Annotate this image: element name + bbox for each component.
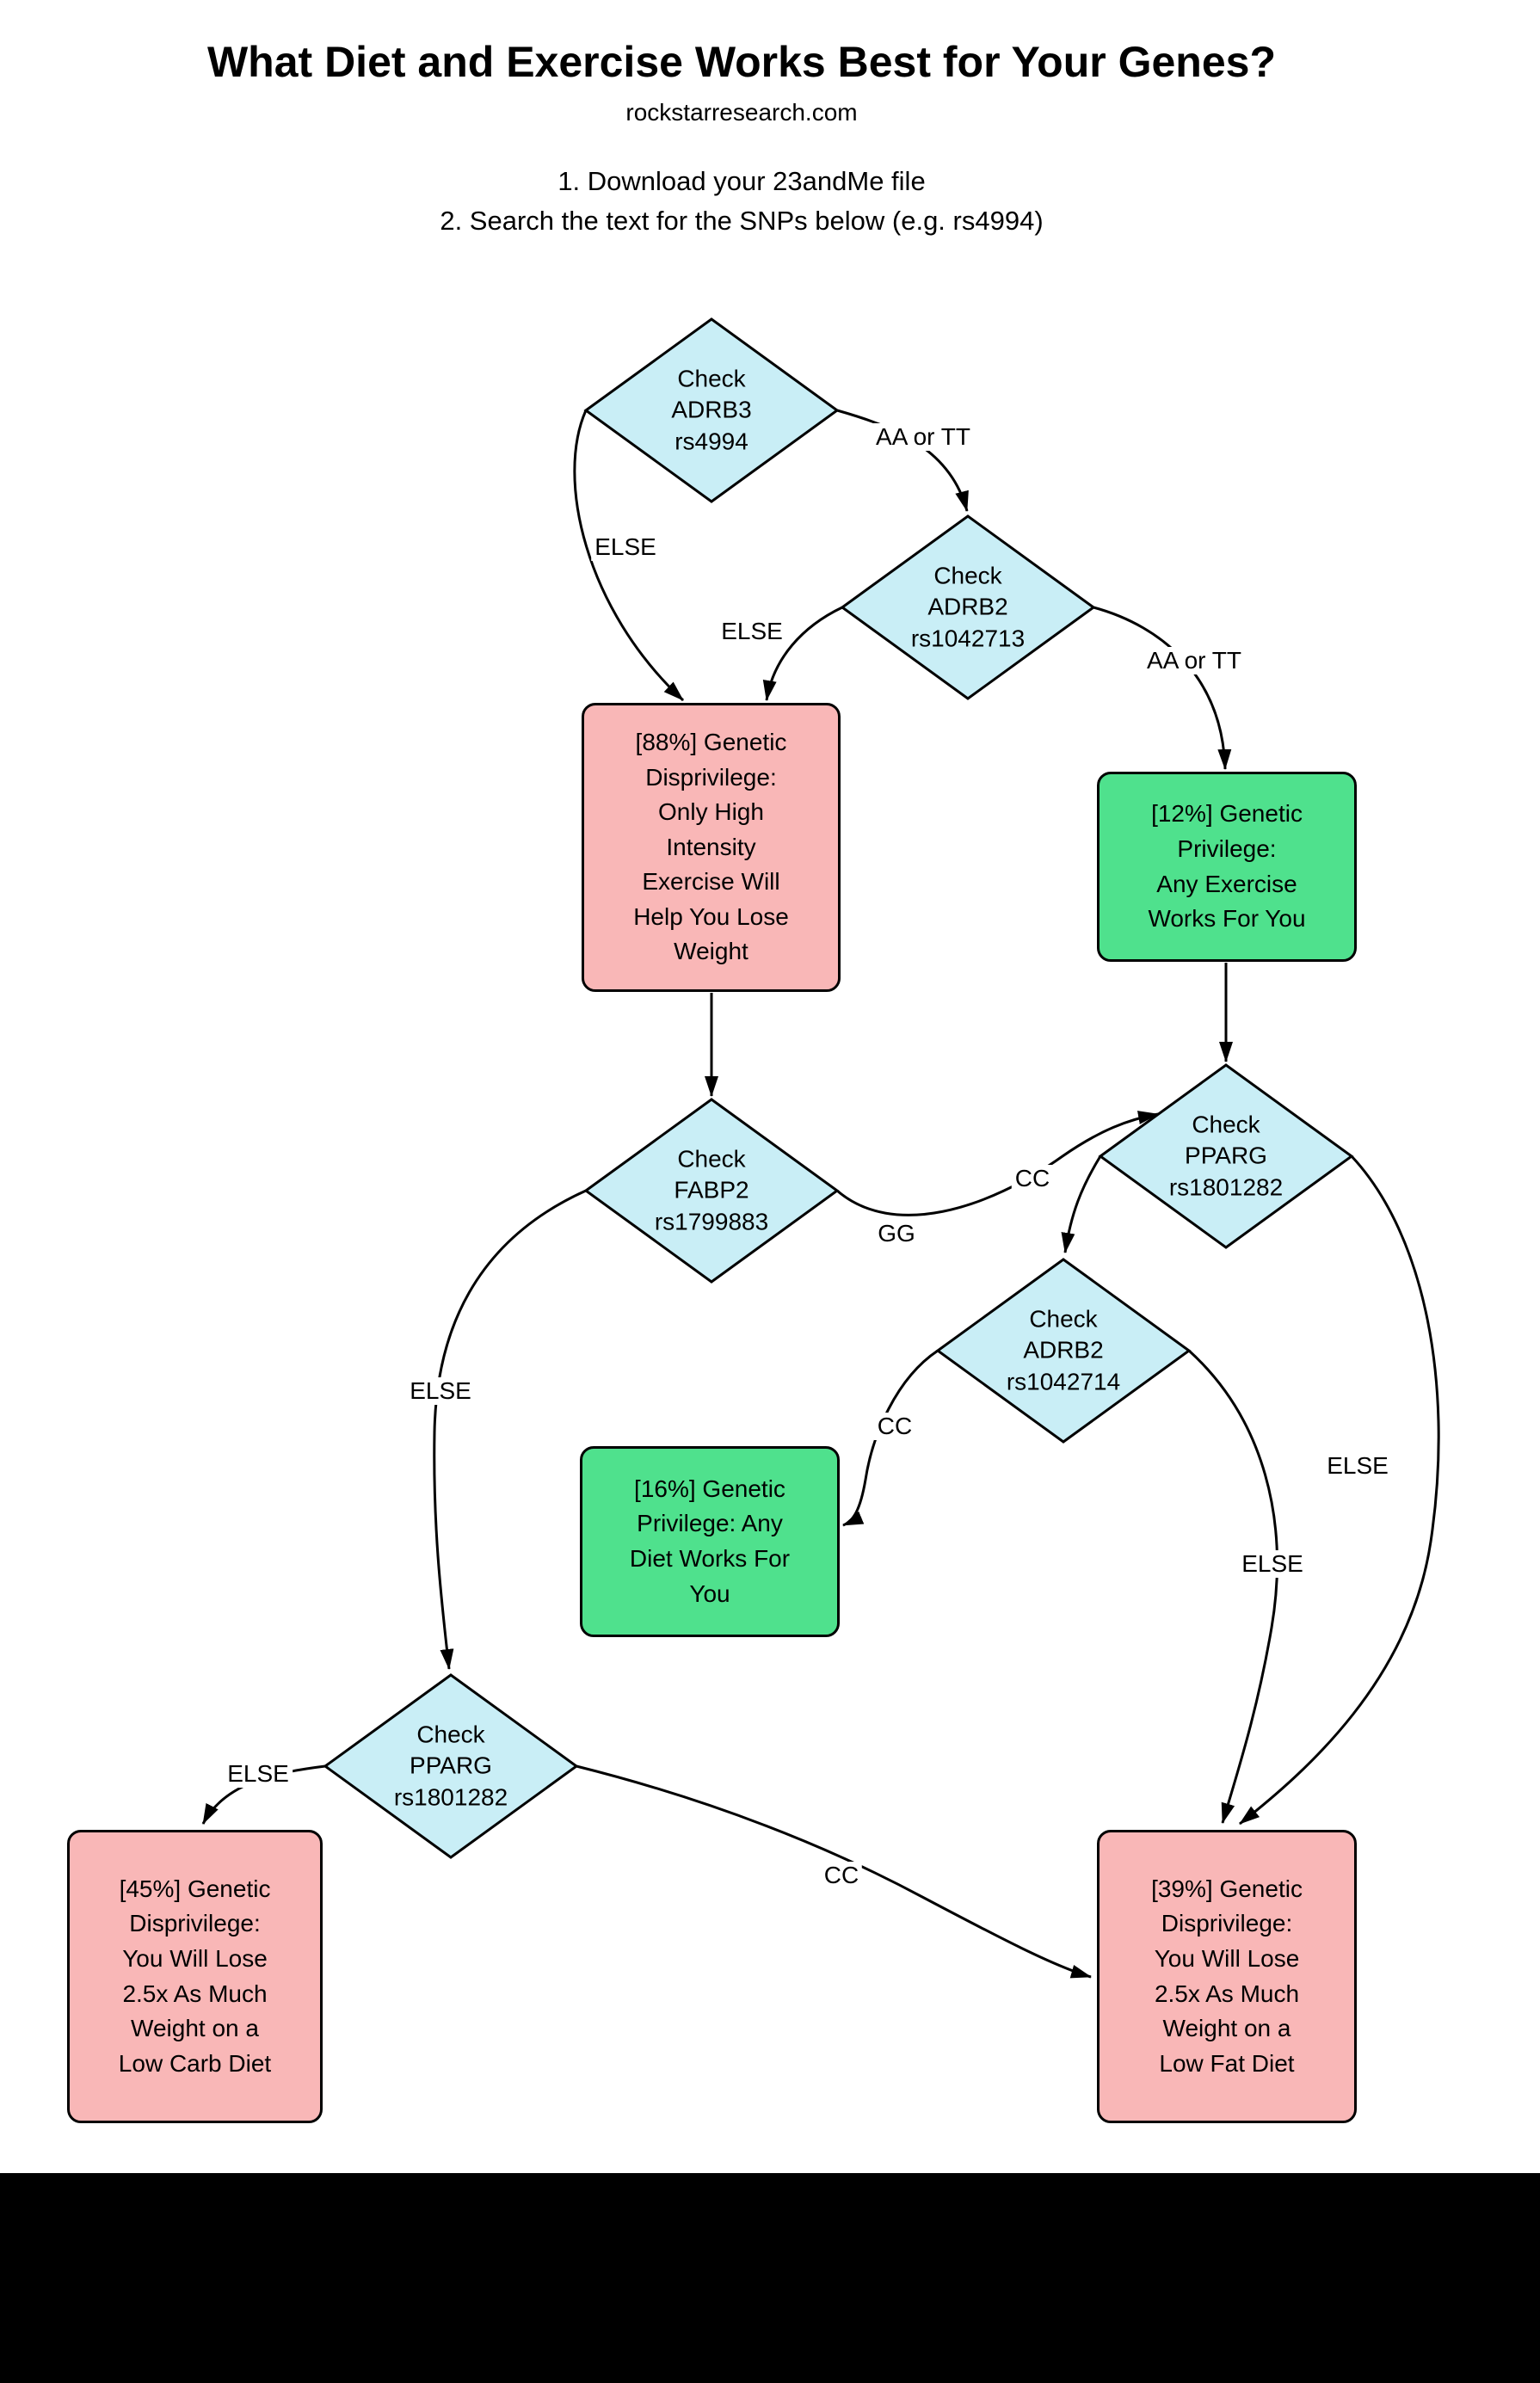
result-88-disprivilege-box: [88%] Genetic Disprivilege: Only High In… — [582, 703, 841, 992]
edge-label-cc-pparg-upper: CC — [1011, 1165, 1054, 1192]
decision-pparg-rs1801282-upper-label: Check PPARG rs1801282 — [1168, 1111, 1284, 1201]
edge-label-aa-or-tt-2: AA or TT — [1143, 647, 1245, 674]
edge-label-else-pparg-upper: ELSE — [1323, 1452, 1392, 1480]
result-16-privilege-box: [16%] Genetic Privilege: Any Diet Works … — [580, 1446, 840, 1637]
decision-pparg-rs1801282-lower-label: Check PPARG rs1801282 — [393, 1721, 508, 1811]
decision-adrb3-rs4994-shape — [583, 317, 840, 503]
edge-adrb2-714-cc-to-result16 — [842, 1349, 939, 1527]
edge-pparg-lower-cc-to-result39 — [576, 1764, 1092, 1979]
edge-pparg-upper-cc-to-adrb2-714 — [1061, 1155, 1102, 1253]
decision-fabp2-rs1799883-label: Check FABP2 rs1799883 — [654, 1145, 769, 1235]
edge-label-cc-adrb2-714: CC — [873, 1413, 916, 1440]
decision-fabp2-rs1799883-shape — [583, 1098, 840, 1284]
edge-adrb3-else-to-result88 — [573, 409, 685, 702]
decision-adrb2-rs1042714-shape — [935, 1258, 1192, 1444]
instruction-step-1: 1. Download your 23andMe file — [557, 166, 926, 196]
decision-pparg-rs1801282-lower-shape — [323, 1673, 579, 1859]
edge-fabp2-else-to-pparg-lower — [433, 1189, 587, 1670]
edge-adrb2-else-to-result88 — [762, 606, 843, 701]
edge-label-else-adrb2-713: ELSE — [718, 618, 786, 645]
decision-adrb2-rs1042713-label: Check ADRB2 rs1042713 — [910, 562, 1026, 652]
edge-pparg-upper-else-to-result39 — [1239, 1155, 1440, 1826]
edge-adrb2-714-else-to-result39 — [1187, 1349, 1278, 1824]
instruction-step-2: 2. Search the text for the SNPs below (e… — [440, 206, 1044, 236]
decision-adrb2-rs1042713-shape — [840, 514, 1096, 700]
edge-adrb2-to-result12 — [1093, 606, 1232, 770]
site-name: rockstarresearch.com — [625, 99, 858, 126]
edge-label-gg: GG — [874, 1220, 919, 1247]
edge-label-else-pparg-lower: ELSE — [224, 1760, 293, 1788]
footer-black-bar — [0, 2173, 1540, 2383]
edge-label-cc-pparg-lower: CC — [820, 1862, 863, 1889]
edge-label-else-adrb3: ELSE — [591, 533, 660, 561]
page-title: What Diet and Exercise Works Best for Yo… — [206, 38, 1277, 86]
decision-adrb2-rs1042714-label: Check ADRB2 rs1042714 — [1006, 1305, 1121, 1395]
result-12-privilege-box: [12%] Genetic Privilege: Any Exercise Wo… — [1097, 772, 1357, 962]
result-45-disprivilege-box: [45%] Genetic Disprivilege: You Will Los… — [67, 1830, 323, 2123]
decision-pparg-rs1801282-upper-shape — [1098, 1063, 1354, 1249]
edge-label-else-fabp2: ELSE — [406, 1377, 475, 1405]
edge-label-aa-or-tt-1: AA or TT — [872, 423, 974, 451]
result-39-disprivilege-box: [39%] Genetic Disprivilege: You Will Los… — [1097, 1830, 1357, 2123]
decision-adrb3-rs4994-label: Check ADRB3 rs4994 — [671, 365, 752, 455]
edge-label-else-adrb2-714: ELSE — [1238, 1550, 1307, 1578]
